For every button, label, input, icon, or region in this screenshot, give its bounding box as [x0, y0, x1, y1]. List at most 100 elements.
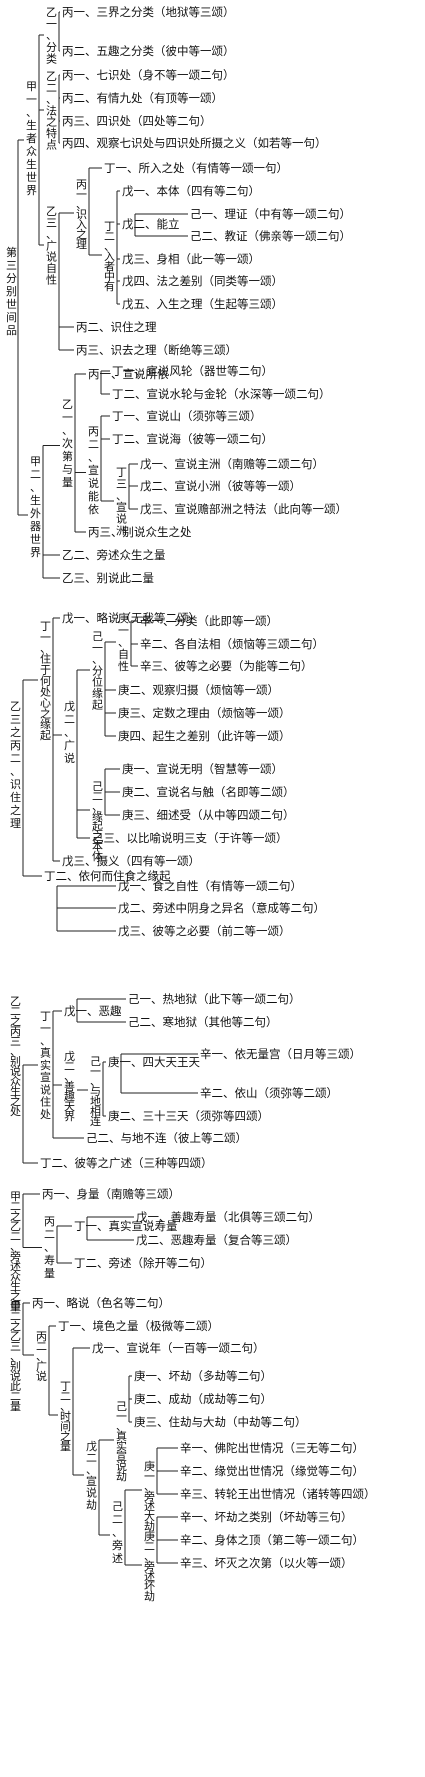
node-s6w1: 戊一、宣说年（一百等一颂二句）: [92, 1341, 265, 1355]
node-s3w2: 戊二、广说: [64, 700, 75, 765]
node-s4g1: 庚一、四大天王天: [108, 1055, 200, 1069]
node-b12: 丙二、五趣之分类（彼中等一颂）: [62, 44, 235, 58]
node-b32: 丙二、识住之理: [76, 320, 157, 334]
node-s6x3: 辛三、转轮王出世情况（诸转等四颂）: [180, 1487, 376, 1501]
node-s6j1: 己一、真实宣说劫: [116, 1400, 127, 1483]
node-b24: 丙四、观察七识处与四识处所摄之义（如若等一句）: [62, 136, 327, 150]
node-s6h1: 庚一、旁述大劫: [144, 1459, 155, 1533]
node-s3j3: 己三、以比喻说明三支（于许等一颂）: [92, 831, 288, 845]
node-w22: 戊二、宣说小洲（彼等等一颂）: [140, 479, 301, 493]
node-d312: 丁二、入者中有: [104, 220, 115, 293]
node-j1: 己一、理证（中有等一颂二句）: [190, 207, 351, 221]
node-yi2: 乙二、法之特点: [46, 70, 57, 152]
node-s4j3: 己一、与地相连: [90, 1055, 101, 1128]
node-s6w2: 戊二、宣说劫: [86, 1440, 97, 1511]
node-s4w1: 戊一、恶趣: [64, 1004, 122, 1018]
node-s4x2: 辛二、依山（须弥等二颂）: [200, 1086, 338, 1100]
node-d311: 丁一、所入之处（有情等一颂一句）: [104, 161, 288, 175]
node-s3e2: 戊二、旁述中阴身之异名（意成等二句）: [118, 901, 325, 915]
node-s3e1: 戊一、食之自性（有情等一颂二句）: [118, 879, 302, 893]
node-s6x1: 辛一、佛陀出世情况（三无等二句）: [180, 1441, 364, 1455]
node-w1: 戊一、本体（四有等二句）: [122, 184, 260, 198]
node-s6d2: 丁二、时间之量: [60, 1380, 71, 1453]
node-s3j1: 己一、分位缘起: [92, 630, 103, 712]
node-s3h3: 庚三、细述受（从中等四颂二句）: [122, 808, 295, 822]
node-w2: 戊二、能立: [122, 217, 180, 231]
node-s6: 甲二之乙三、别说此二量: [10, 1300, 21, 1413]
node-y22: 乙二、旁述众生之量: [62, 548, 166, 562]
node-s6y2: 辛二、身体之顶（第二等一颂二句）: [180, 1533, 364, 1547]
node-s4d1: 丁一、真实宣说住处: [40, 1010, 51, 1121]
node-s3g2: 庚二、观察归摄（烦恼等一颂）: [118, 683, 279, 697]
node-w21: 戊一、宣说主洲（南赡等二颂二句）: [140, 457, 324, 471]
node-c212: 丙二、宣说能依: [88, 425, 99, 516]
node-s3h1: 庚一、宣说无明（智慧等一颂）: [122, 762, 283, 776]
node-s4: 乙二之丙三、别说众生之处: [10, 995, 21, 1118]
node-w5: 戊五、入生之理（生起等三颂）: [122, 297, 283, 311]
node-d2111: 丁一、宣说风轮（器世等二句）: [112, 364, 273, 378]
node-b22: 丙二、有情九处（有顶等一颂）: [62, 91, 223, 105]
node-b31: 丙一、识入之理: [76, 178, 87, 251]
node-d2123: 丁三、宣说洲: [116, 466, 127, 537]
node-yi3: 乙三、广说自性: [46, 205, 57, 287]
node-s6h2: 庚二、旁述坏劫: [144, 1529, 155, 1603]
node-s3h2: 庚二、宣说名与触（名即等二颂）: [122, 785, 295, 799]
node-s5d1: 丁一、真实宣说寿量: [74, 1219, 178, 1233]
node-s3j2: 己二、缘起之本体: [92, 780, 103, 863]
node-s6y3: 辛三、坏灭之次第（以火等一颂）: [180, 1556, 353, 1570]
node-c213: 丙三、别说众生之处: [88, 525, 192, 539]
node-s6b1: 丙一、略说（色名等二句）: [32, 1296, 170, 1310]
node-w3: 戊三、身相（此一等一颂）: [122, 252, 260, 266]
node-b11: 丙一、三界之分类（地狱等三颂）: [62, 5, 235, 19]
node-s3e3: 戊三、彼等之必要（前二等一颂）: [118, 924, 291, 938]
node-s6b2: 丙二、广说: [36, 1330, 47, 1383]
node-b23: 丙三、四识处（四处等二句）: [62, 114, 212, 128]
node-d2121: 丁一、宣说山（须弥等三颂）: [112, 409, 262, 423]
node-s6g3: 庚三、住劫与大劫（中劫等二句）: [134, 1415, 307, 1429]
node-d2112: 丁二、宣说水轮与金轮（水深等一颂二句）: [112, 387, 331, 401]
node-s3x1: 辛一、分类（此即等一颂）: [140, 614, 278, 628]
node-s6g2: 庚二、成劫（成劫等二句）: [134, 1392, 272, 1406]
node-s6g1: 庚一、坏劫（多劫等二句）: [134, 1369, 272, 1383]
node-w23: 戊三、宣说赡部洲之特法（此向等一颂）: [140, 502, 347, 516]
node-jia1: 甲一、生者众生世界: [26, 80, 37, 197]
node-s3: 乙三之丙二、识住之理: [10, 700, 21, 830]
node-s5w2: 戊二、恶趣寿量（复合等三颂）: [136, 1233, 297, 1247]
node-s3d1: 丁一、住于何处心之缘起: [40, 620, 51, 742]
node-b21: 丙一、七识处（身不等一颂二句）: [62, 68, 235, 82]
node-s4j2: 己二、寒地狱（其他等二句）: [128, 1015, 278, 1029]
node-w4: 戊四、法之差别（同类等一颂）: [122, 274, 283, 288]
node-d2122: 丁二、宣说海（彼等一颂二句）: [112, 432, 273, 446]
node-b33: 丙三、识去之理（断绝等三颂）: [76, 343, 237, 357]
node-s3g1: 庚一、自性: [118, 611, 129, 673]
node-s4w3: 己二、与地不连（彼上等二颂）: [86, 1131, 247, 1145]
node-s5b2: 丙二、寿量: [44, 1215, 55, 1280]
node-s3w1: 戊一、略说（无我等二颂）: [62, 611, 200, 625]
node-s4d2: 丁二、彼等之广述（三种等四颂）: [40, 1156, 213, 1170]
node-s6x2: 辛二、缘觉出世情况（缘觉等二句）: [180, 1464, 364, 1478]
node-jia2: 甲二、生外器世界: [30, 455, 41, 559]
node-s4x1: 辛一、依无量宫（日月等三颂）: [200, 1047, 361, 1061]
node-s3w3: 戊三、摄义（四有等一颂）: [62, 854, 200, 868]
node-s4w2: 戊二、善趣天界: [64, 1050, 75, 1123]
node-s4j1: 己一、热地狱（此下等一颂二句）: [128, 992, 301, 1006]
node-s3x3: 辛三、彼等之必要（为能等二句）: [140, 659, 313, 673]
node-s6y1: 辛一、坏劫之类别（坏劫等三句）: [180, 1510, 353, 1524]
node-y21: 乙一、次第与量: [62, 398, 73, 489]
node-s6d1: 丁一、境色之量（极微等二颂）: [58, 1319, 219, 1333]
node-s5b1: 丙一、身量（南赡等三颂）: [42, 1187, 180, 1201]
node-yi1: 乙一、分类: [46, 6, 57, 65]
node-j2: 己二、教证（佛亲等一颂二句）: [190, 229, 351, 243]
node-s3d2: 丁二、依何而住食之缘起: [44, 869, 171, 883]
node-s3g4: 庚四、起生之差别（此许等一颂）: [118, 729, 291, 743]
node-s3x2: 辛二、各自法相（烦恼等三颂二句）: [140, 637, 324, 651]
node-s5w1: 戊一、善趣寿量（北俱等三颂二句）: [136, 1210, 320, 1224]
node-root: 第三分别世间品: [6, 245, 17, 337]
node-s6j2: 己二、旁述: [112, 1500, 123, 1565]
node-y23: 乙三、别说此二量: [62, 571, 154, 585]
node-s5d2: 丁二、旁述（除开等二句）: [74, 1256, 212, 1270]
node-s4g2: 庚二、三十三天（须弥等四颂）: [108, 1109, 269, 1123]
node-s5: 甲二之乙二、旁述众生之量: [10, 1190, 21, 1313]
node-s3g3: 庚三、定数之理由（烦恼等一颂）: [118, 706, 291, 720]
